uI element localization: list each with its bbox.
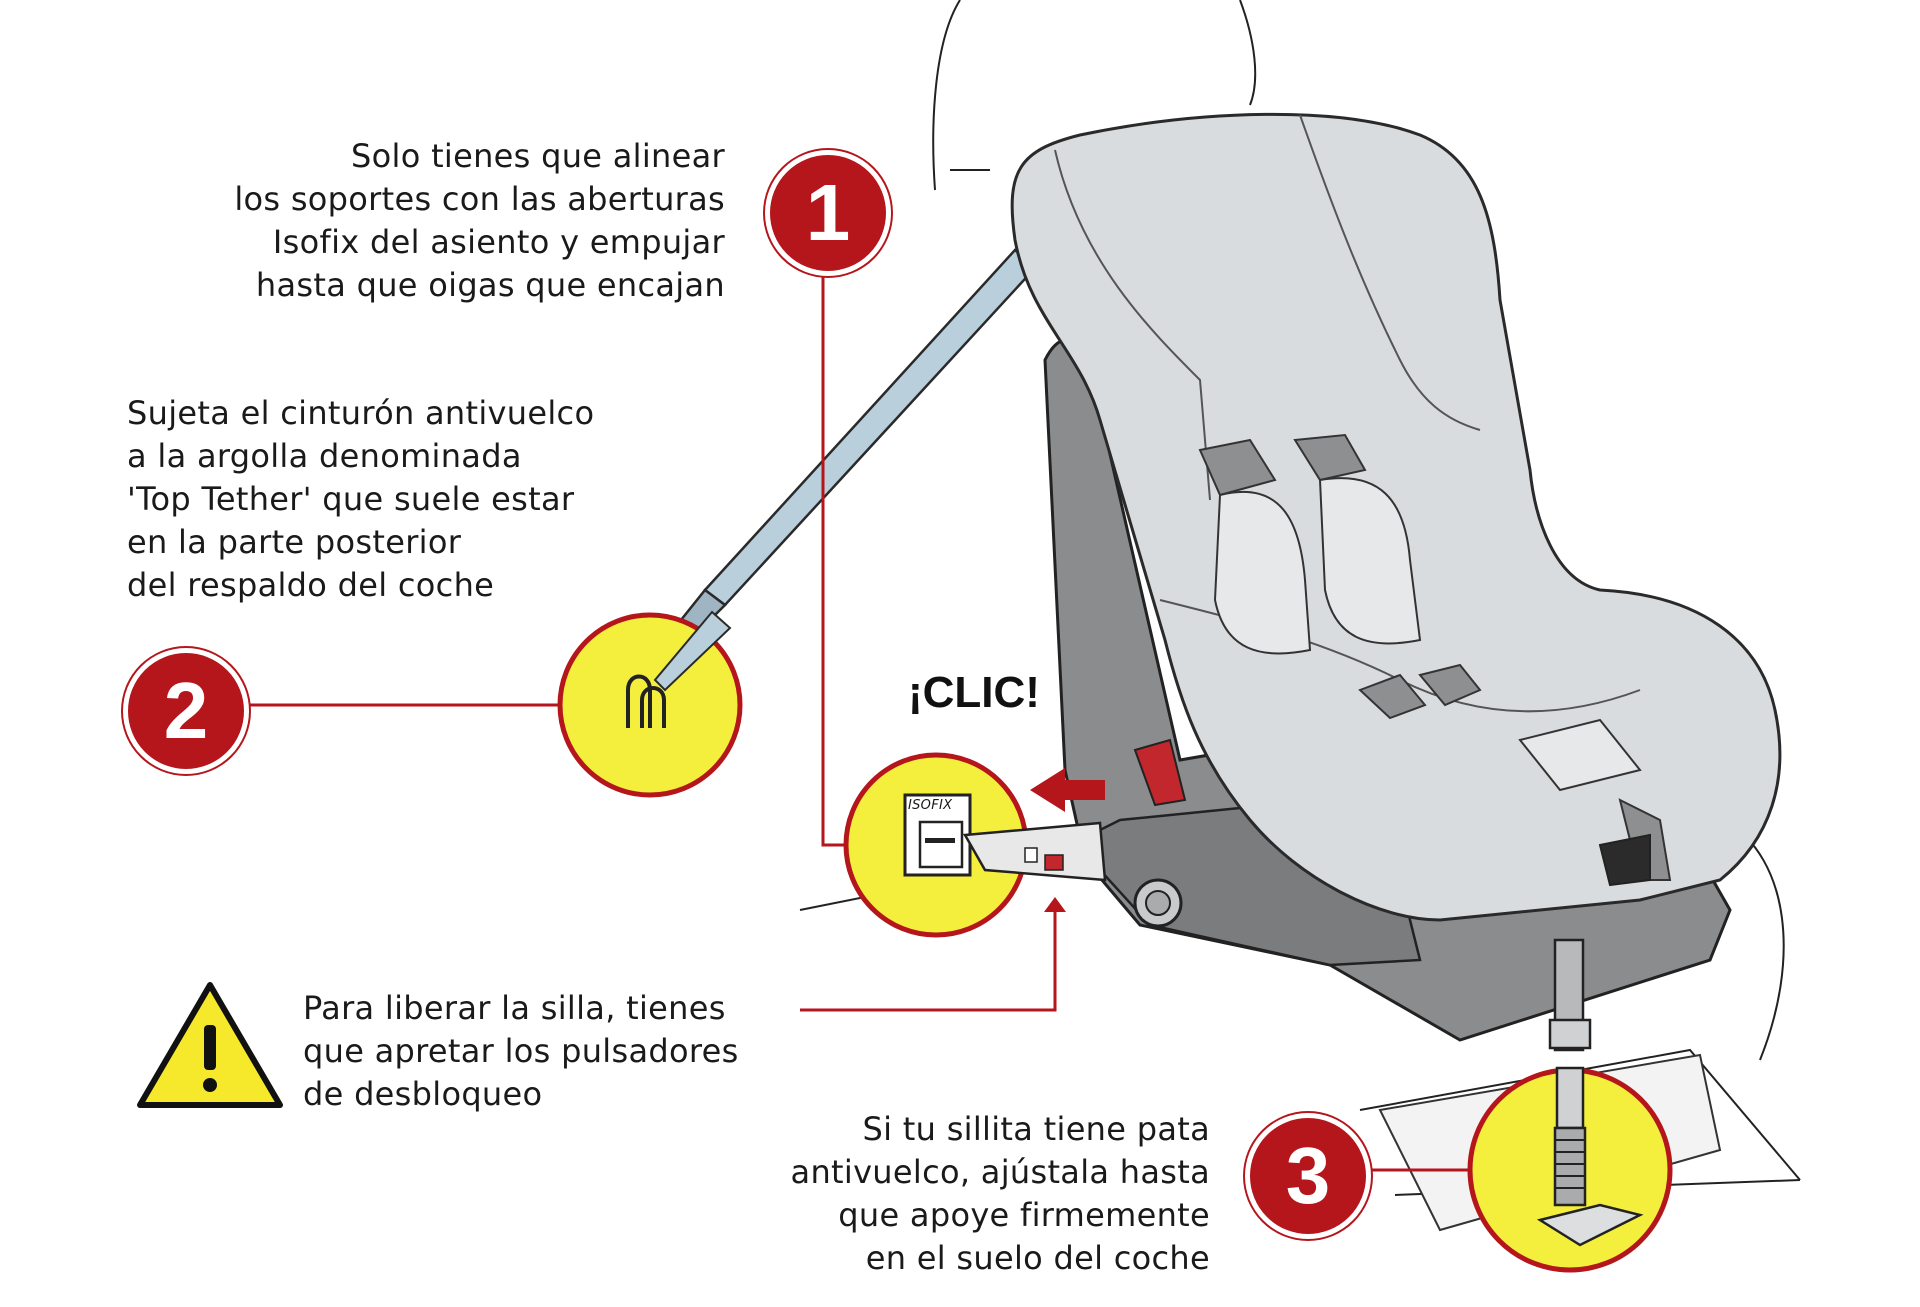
step-2-line: en la parte posterior <box>127 523 462 561</box>
child-seat-body <box>1010 112 1782 922</box>
warning-icon <box>137 982 283 1108</box>
step-3-line: que apoye firmemente <box>838 1196 1210 1234</box>
isofix-label: ISOFIX <box>908 798 953 813</box>
step-3-line: Si tu sillita tiene pata <box>862 1110 1210 1148</box>
step-2-line: 'Top Tether' que suele estar <box>127 480 575 518</box>
callout-support-leg-foot <box>1467 1066 1673 1273</box>
callout-isofix <box>843 752 1107 938</box>
support-leg <box>1548 938 1592 1052</box>
leader-lines <box>240 262 1475 1172</box>
release-arrow <box>1044 897 1066 912</box>
push-arrow <box>1030 768 1105 812</box>
step-1-badge: 1 <box>765 150 891 276</box>
top-tether-strap <box>663 248 1037 652</box>
step-1-text: Solo tienes que alinear los soportes con… <box>234 135 725 307</box>
callout-top-tether <box>557 610 743 798</box>
step-3-text: Si tu sillita tiene pata antivuelco, ajú… <box>791 1108 1210 1280</box>
step-2-line: a la argolla denominada <box>127 437 522 475</box>
step-3-line: en el suelo del coche <box>865 1239 1210 1277</box>
step-1-line: los soportes con las aberturas <box>234 180 725 218</box>
click-label: ¡CLIC! <box>908 668 1040 717</box>
step-1-line: Solo tienes que alinear <box>351 137 725 175</box>
warning-line: que apretar los pulsadores <box>303 1032 739 1070</box>
step-2-line: del respaldo del coche <box>127 566 495 604</box>
step-3-badge: 3 <box>1245 1113 1371 1239</box>
step-1-line: hasta que oigas que encajan <box>255 266 725 304</box>
step-1-line: Isofix del asiento y empujar <box>272 223 725 261</box>
step-2-line: Sujeta el cinturón antivuelco <box>127 394 595 432</box>
step-2-badge: 2 <box>123 648 249 774</box>
warning-line: de desbloqueo <box>303 1075 543 1113</box>
step-3-line: antivuelco, ajústala hasta <box>790 1153 1210 1191</box>
step-2-text: Sujeta el cinturón antivuelco a la argol… <box>127 392 594 607</box>
warning-line: Para liberar la silla, tienes <box>303 989 726 1027</box>
warning-text: Para liberar la silla, tienes que apreta… <box>303 987 739 1116</box>
